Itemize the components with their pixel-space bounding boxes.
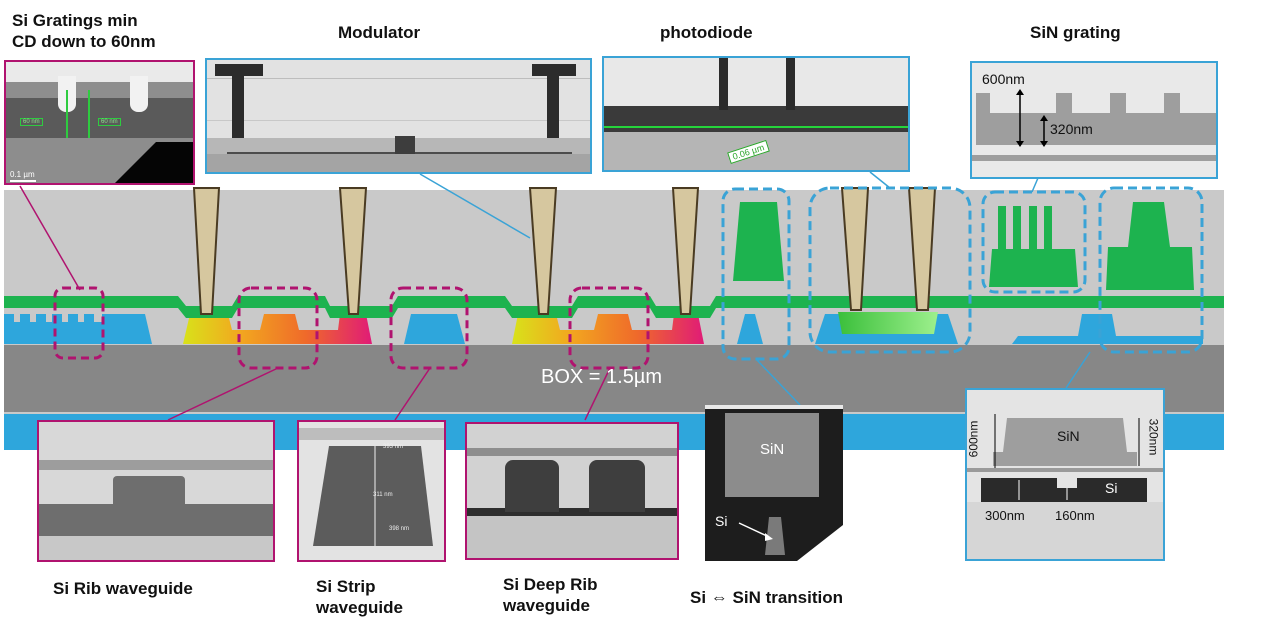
magenta-connectors (19, 185, 611, 421)
grating-width-label-2: 60 nm (98, 118, 121, 126)
br-300-label: 300nm (985, 508, 1025, 523)
trans-sin-label: SiN (760, 441, 785, 458)
title-transition: Si ⇔ SiN transition (690, 588, 844, 607)
sin-grating-structure (989, 206, 1078, 287)
cyan-connectors (419, 171, 1091, 406)
photodiode-absorber (838, 312, 938, 334)
br-si-label: Si (1105, 480, 1118, 496)
sin-320-label: 320nm (1050, 121, 1093, 137)
metal-contacts (192, 187, 937, 315)
strip-mid-label: 311 nm (373, 492, 393, 498)
title-si-strip: Si Strip waveguide (316, 577, 403, 617)
si-taper-waveguide (737, 314, 763, 344)
grating-width-label: 60 nm (20, 118, 43, 126)
trans-si-label: Si (715, 513, 728, 529)
br-320-label: 320nm (1146, 418, 1161, 456)
sem-photodiode: 0.06 µm (602, 56, 910, 172)
modulator-1 (183, 314, 372, 344)
sem-sin-si-stack: SiN 600nm 320nm Si 300nm 160nm (965, 388, 1165, 561)
sin-taper-block (733, 202, 784, 281)
si-grating-waveguide (4, 314, 152, 344)
strip-bot-label: 398 nm (389, 526, 410, 532)
si-rib-waveguide-right (1012, 314, 1203, 344)
br-600-label: 600nm (966, 420, 981, 458)
sem-modulator (205, 58, 592, 174)
br-160-label: 160nm (1055, 508, 1095, 523)
sem-si-strip: 393 nm 311 nm 398 nm (297, 420, 446, 562)
title-si-deep-rib: Si Deep Rib waveguide (503, 575, 598, 615)
title-sin-grating: SiN grating (1030, 23, 1121, 42)
si-strip-waveguide (404, 314, 465, 344)
sem-sin-grating: 600nm 320nm (970, 61, 1218, 179)
title-si-gratings: Si Gratings min CD down to 60nm (12, 11, 156, 51)
scale-bar-label: 0.1 µm (10, 170, 35, 179)
title-photodiode: photodiode (660, 23, 753, 42)
title-si-rib: Si Rib waveguide (53, 579, 193, 598)
strip-top-label: 393 nm (383, 444, 404, 450)
box-label: BOX = 1.5µm (541, 366, 663, 388)
sem-si-sin-transition: SiN Si (705, 405, 843, 561)
title-modulator: Modulator (338, 23, 421, 42)
sin-600-label: 600nm (982, 71, 1025, 87)
modulator-2 (512, 314, 704, 344)
sem-si-rib (37, 420, 275, 562)
sem-si-deep-rib (465, 422, 679, 560)
br-sin-label: SiN (1057, 428, 1080, 444)
sem-si-grating: 60 nm 60 nm 0.1 µm (4, 60, 195, 185)
sin-waveguide-block (1106, 202, 1194, 290)
